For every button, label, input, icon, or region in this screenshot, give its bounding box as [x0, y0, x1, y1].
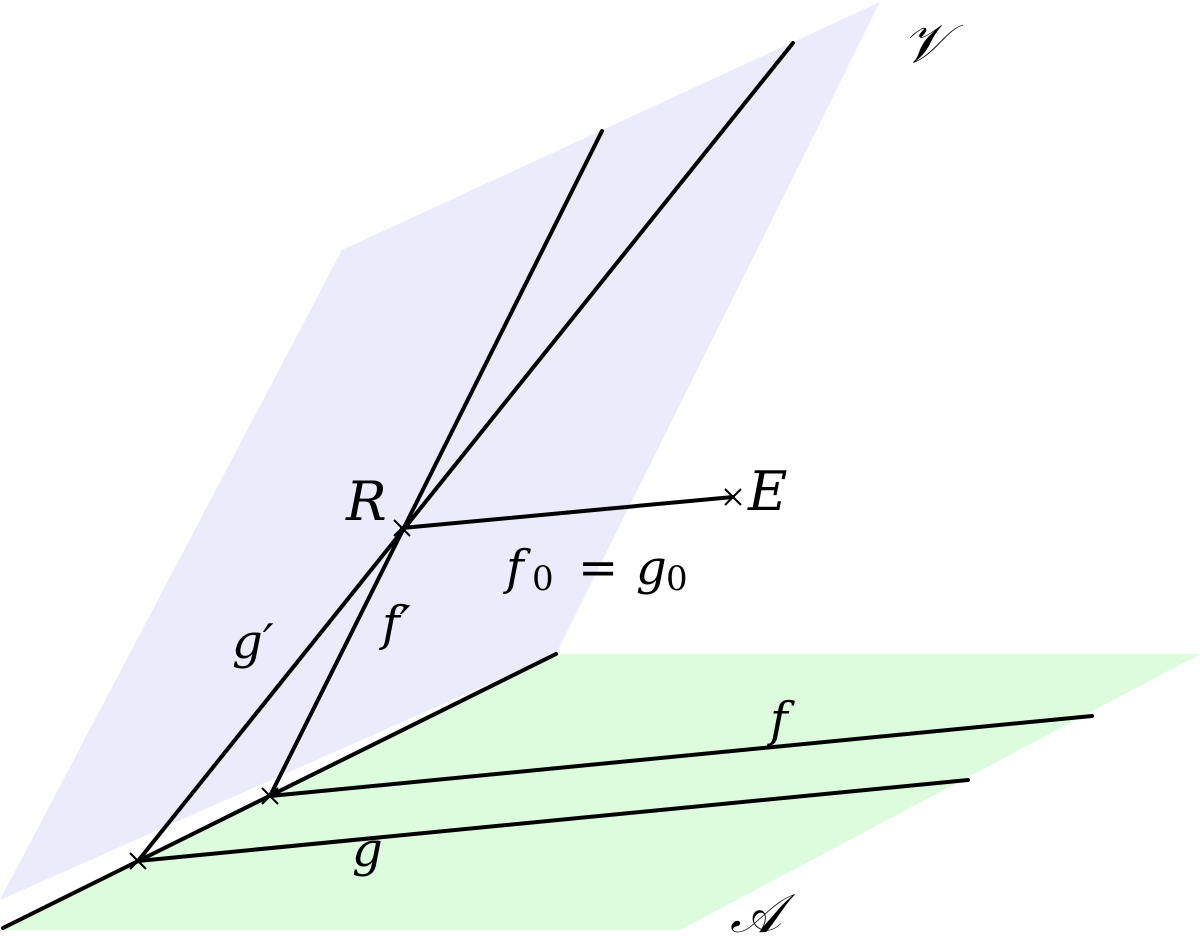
- line-g: [136, 778, 970, 863]
- label-g0-sub: 0: [666, 559, 688, 599]
- label-plane-v: 𝒱: [902, 12, 964, 75]
- plane-intersection-line: [1, 652, 558, 930]
- point-mark-r: [393, 519, 411, 537]
- label-g0-main: g: [636, 540, 667, 596]
- line-f-prime: [268, 129, 604, 798]
- point-mark-f-intersection: [261, 787, 279, 805]
- label-line-g-prime: g′: [232, 614, 274, 670]
- label-line-g: g: [352, 822, 383, 878]
- point-mark-g-intersection: [129, 852, 147, 870]
- label-point-r: R: [345, 470, 387, 533]
- point-mark-e: [724, 488, 742, 506]
- plane-a: [0, 654, 1200, 930]
- label-line-f-prime: f′: [379, 596, 411, 652]
- plane-v: [0, 2, 880, 900]
- label-point-e: E: [747, 460, 787, 523]
- line-g-prime: [136, 41, 795, 863]
- label-plane-a: 𝒜: [730, 882, 796, 936]
- line-f: [268, 714, 1094, 798]
- line-f0-g0: [400, 495, 735, 530]
- label-equals: =: [578, 540, 618, 596]
- label-f0-sub: 0: [532, 559, 554, 599]
